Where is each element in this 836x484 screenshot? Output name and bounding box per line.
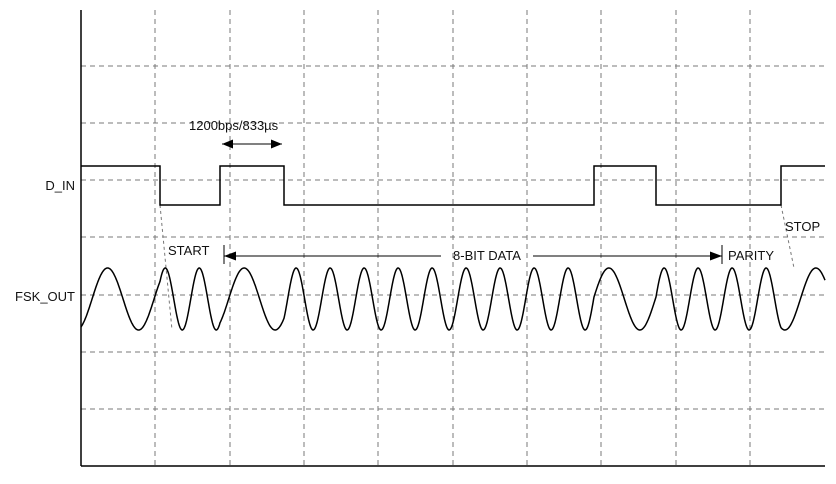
horizontal-grid [81, 65, 825, 410]
stop-label: STOP [785, 219, 820, 234]
parity-label: PARITY [728, 248, 774, 263]
fsk-out-trace [80, 267, 826, 331]
scope-frame [80, 10, 825, 467]
vertical-grid [154, 10, 751, 466]
d-in-label: D_IN [45, 178, 75, 193]
bit-period-annotation: 1200bps/833µs [189, 118, 282, 149]
start-label: START [168, 243, 209, 258]
bit-rate-label: 1200bps/833µs [189, 118, 279, 133]
guide-stop [780, 204, 795, 269]
d-in-trace [81, 165, 825, 206]
data-span-arrow-left [224, 251, 236, 261]
bit-period-arrow-left [222, 139, 233, 149]
data-span-annotation: 8-BIT DATA [223, 245, 723, 264]
data-span-arrow-right [710, 251, 722, 261]
bit-period-arrow-right [271, 139, 282, 149]
data-label: 8-BIT DATA [453, 248, 521, 263]
fsk-out-label: FSK_OUT [15, 289, 75, 304]
